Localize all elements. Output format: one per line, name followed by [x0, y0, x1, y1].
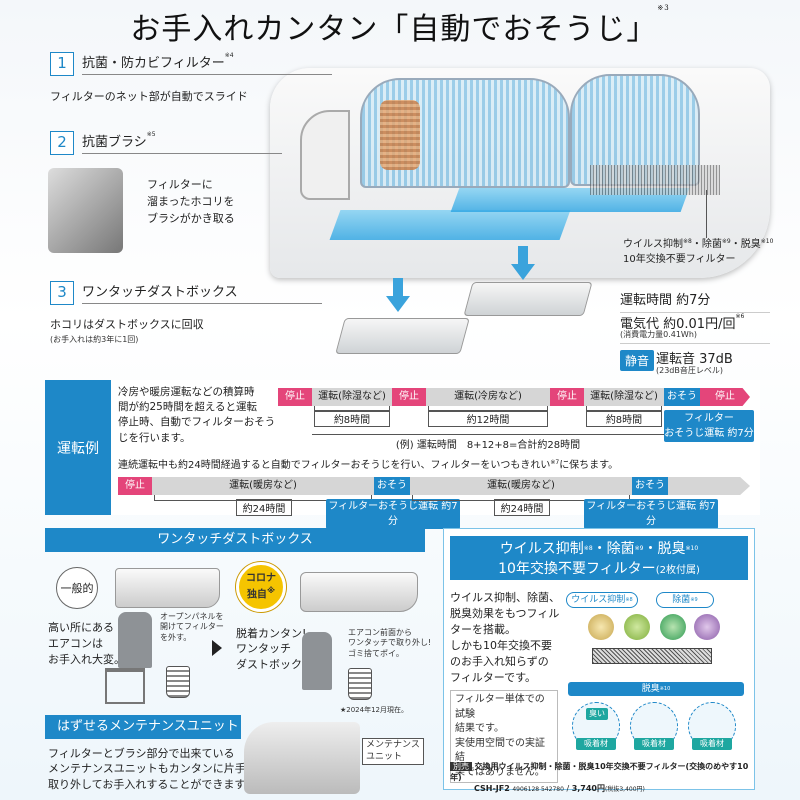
dustbox-highlight-left	[329, 210, 571, 240]
timeline2-stop: 停止	[118, 477, 152, 495]
operation-total: (例) 運転時間 8+12+8=合計約28時間	[395, 440, 581, 451]
filter-note: フィルター単体での試験 結果です。 実使用空間での実証結 果ではありません。	[450, 690, 558, 783]
filter-label: ウイルス抑制※8・除菌※9・脱臭※10 10年交換不要フィルター	[623, 238, 774, 265]
adsorbent-tag: 吸着材	[634, 738, 674, 750]
corona-desc: 脱着カンタン! ワンタッチ ダストボックス	[236, 627, 313, 671]
timeline2-run-2: 運転(暖房など)	[410, 477, 632, 495]
timeline1-stop-4: 停止	[700, 388, 750, 406]
corona-original-badge: コロナ独自※	[236, 562, 286, 612]
bracket-1	[314, 406, 390, 412]
brush-illustration	[380, 100, 420, 170]
spec-sound-sub: (23dB音圧レベル)	[656, 366, 723, 375]
separate-tag: 別売	[450, 762, 472, 771]
spec-power: 電気代 約0.01円/回※6	[620, 313, 745, 332]
arrow-down-icon	[386, 296, 410, 312]
deodorant-filter-illustration	[590, 165, 720, 195]
operation-desc-1: 冷房や暖房運転などの積算時 間が約25時間を超えると運転 停止時、自動でフィルタ…	[118, 386, 276, 444]
feature-desc-3: ホコリはダストボックスに回収	[50, 318, 204, 331]
arrow-down-icon	[511, 264, 535, 280]
timeline1-stop-3: 停止	[550, 388, 584, 406]
feature-number-2: 2	[50, 131, 74, 155]
arrow-stem-right	[518, 246, 528, 264]
brush-closeup-illustration	[48, 168, 123, 253]
feature-name-1: 抗菌・防カビフィルター※4	[82, 52, 332, 75]
adsorbent-tag: 吸着材	[576, 738, 616, 750]
timeline2-arrow	[668, 477, 750, 495]
filter-section-head: ウイルス抑制※8・除菌※9・脱臭※10 10年交換不要フィルター(2枚付属)	[450, 536, 748, 580]
virus-icon	[588, 614, 614, 640]
pill-odor: 脱臭※10	[568, 682, 744, 696]
bracket-3	[586, 406, 662, 412]
general-badge: 一般的	[56, 567, 98, 609]
pill-germ: 除菌※9	[656, 592, 714, 608]
spec-sound: 運転音 37dB	[656, 352, 733, 367]
quiet-badge: 静音	[620, 350, 655, 371]
timeline2-clean-1: おそうじ	[374, 477, 410, 509]
duration-5: 約24時間	[494, 499, 550, 516]
general-desc: 高い所にある エアコンは お手入れ大変。	[48, 621, 125, 666]
feature-name-3: ワンタッチダストボックス	[82, 281, 322, 304]
duration-2: 約12時間	[428, 410, 548, 427]
dustbox-right-illustration	[463, 282, 593, 316]
aircon-side-illustration	[300, 110, 350, 200]
maint-section-head: はずせるメンテナンスユニット	[45, 715, 241, 739]
timeline1-clean: おそうじ	[664, 388, 700, 420]
timeline1-run-2: 運転(冷房など)	[426, 388, 550, 406]
odor-tag: 臭い	[586, 708, 608, 720]
dustbox-section-head: ワンタッチダストボックス	[45, 528, 425, 552]
page-title: お手入れカンタン「自動でおそうじ」※3	[130, 4, 670, 47]
dustbox-left-illustration	[335, 318, 470, 354]
stool-illustration	[105, 668, 145, 704]
feature-desc-2: フィルターに 溜まったホコリを ブラシがかき取る	[147, 178, 235, 226]
feature-number-1: 1	[50, 52, 74, 76]
date-note: ★2024年12月現在。	[340, 706, 408, 714]
spec-time: 運転時間 約7分	[620, 289, 770, 313]
feature-name-2: 抗菌ブラシ※5	[82, 131, 282, 154]
feature-subdesc-3: (お手入れは約3年に1回)	[50, 335, 139, 344]
germ-icon	[694, 614, 720, 640]
total-line	[312, 434, 664, 435]
timeline2-callout-2: フィルターおそうじ運転 約7分	[584, 499, 718, 529]
maint-unit-illustration	[244, 722, 360, 794]
timeline2-run-1: 運転(暖房など)	[152, 477, 374, 495]
filter-desc: ウイルス抑制、除菌、 脱臭効果をもつフィル ターを搭載。 しかも10年交換不要 …	[450, 591, 560, 684]
feature-number-3: 3	[50, 281, 74, 305]
adsorbent-tag: 吸着材	[692, 738, 732, 750]
timeline2-callout-1: フィルターおそうじ運転 約7分	[326, 499, 460, 529]
corona-note: エアコン前面から ワンタッチで取り外し! ゴミ捨てポイ。	[348, 628, 432, 658]
duration-3: 約8時間	[586, 410, 662, 427]
aircon-high-illustration	[115, 568, 220, 608]
operation-desc-2: 連続運転中も約24時間経過すると自動でフィルターおそうじを行い、フィルターをいつ…	[118, 459, 619, 471]
maint-desc: フィルターとブラシ部分で出来ている メンテナンスユニットもカンタンに片手で 取り…	[48, 747, 257, 791]
timeline2-clean-2: おそうじ	[632, 477, 668, 509]
filter-leader-line	[706, 190, 707, 238]
timeline1-callout: フィルター おそうじ運転 約7分	[664, 410, 754, 442]
operation-example-label: 運転例	[45, 380, 111, 515]
timeline1-stop-2: 停止	[392, 388, 426, 406]
pill-virus: ウイルス抑制※8	[566, 592, 638, 608]
person-illustration	[118, 612, 152, 668]
virus-icon	[624, 614, 650, 640]
trash-icon	[348, 668, 372, 700]
bracket-5	[412, 495, 630, 501]
timeline1-run-1: 運転(除湿など)	[312, 388, 392, 406]
germ-icon	[660, 614, 686, 640]
bracket-4	[154, 495, 372, 501]
person-corona-illustration	[302, 632, 332, 690]
maint-label: メンテナンス ユニット	[362, 738, 424, 766]
timeline1-stop-1: 停止	[278, 388, 312, 406]
general-note: オープンパネルを 開けてフィルター を外す。	[160, 612, 224, 642]
duration-1: 約8時間	[314, 410, 390, 427]
feature-desc-1: フィルターのネット部が自動でスライド	[50, 90, 248, 103]
spec-power-sub: (消費電力量0.41Wh)	[620, 329, 770, 344]
filter-mesh-illustration	[592, 648, 712, 664]
right-arrow-icon	[212, 640, 222, 656]
arrow-stem-left	[393, 278, 403, 296]
product-info: 別売 交換用ウイルス抑制・除菌・脱臭10年交換不要フィルター(交換のめやす10年…	[450, 762, 749, 793]
timeline1-run-3: 運転(除湿など)	[584, 388, 664, 406]
bracket-2	[428, 406, 548, 412]
trash-icon	[166, 666, 190, 698]
duration-4: 約24時間	[236, 499, 292, 516]
aircon-corona-illustration	[300, 572, 418, 612]
